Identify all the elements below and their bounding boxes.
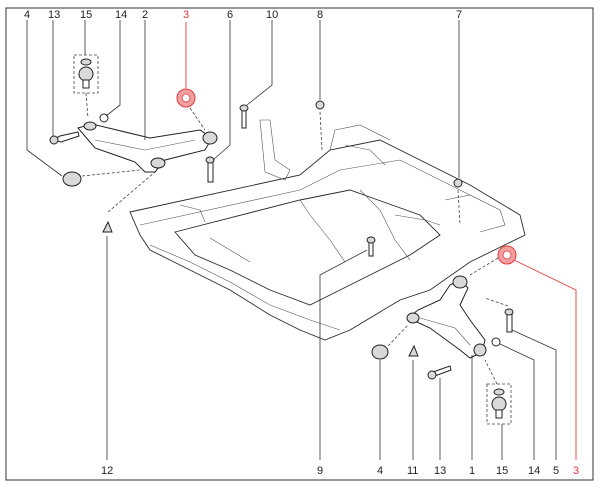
subframe-cradle — [129, 119, 526, 341]
bolt-right-13 — [427, 365, 452, 380]
assembly-arrows — [81, 92, 509, 385]
callout-15-bottom: 15 — [496, 465, 508, 477]
callout-3-top: 3 — [183, 9, 189, 21]
leader-lines — [26, 20, 577, 460]
cone-11 — [408, 344, 419, 357]
callout-13-bottom: 13 — [434, 465, 446, 477]
callout-14-top: 14 — [115, 9, 127, 21]
washer-right-14 — [491, 337, 501, 347]
callout-12-bottom: 12 — [101, 465, 113, 477]
left-control-arm — [77, 121, 218, 173]
cone-12 — [102, 220, 113, 233]
bolt-5 — [504, 308, 514, 333]
callout-4-bottom: 4 — [377, 465, 383, 477]
bolt-10 — [239, 104, 249, 129]
callout-3-bottom: 3 — [573, 465, 579, 477]
callout-11-bottom: 11 — [407, 465, 418, 477]
callouts-bottom: 12 9 4 11 13 1 15 14 5 3 — [101, 465, 579, 477]
callout-2-top: 2 — [142, 9, 148, 21]
bushing-right-4 — [371, 344, 389, 360]
callout-15-top: 15 — [80, 9, 92, 21]
bushing-left-4 — [62, 171, 82, 187]
bushing-red-right-3 — [497, 245, 517, 265]
bushing-red-left-3 — [176, 88, 196, 108]
nut-7 — [453, 178, 463, 188]
callout-14-bottom: 14 — [528, 465, 540, 477]
callouts-top: 4 13 15 14 2 3 6 10 8 7 — [24, 9, 462, 21]
ball-joint-right — [486, 383, 512, 425]
callout-13-top: 13 — [48, 9, 60, 21]
bolt-6 — [205, 156, 215, 183]
right-control-arm — [406, 275, 487, 359]
diagram-border — [5, 7, 594, 481]
ball-joint-left — [73, 54, 99, 94]
bolt-left-13 — [49, 131, 80, 145]
callout-10-top: 10 — [266, 9, 278, 21]
callout-9-bottom: 9 — [317, 465, 323, 477]
callout-6-top: 6 — [227, 9, 233, 21]
callout-4-top: 4 — [24, 9, 30, 21]
callout-1-bottom: 1 — [469, 465, 475, 477]
nut-8 — [315, 100, 325, 110]
callout-8-top: 8 — [317, 9, 323, 21]
callout-5-bottom: 5 — [553, 465, 559, 477]
bolt-9 — [366, 236, 376, 257]
callout-7-top: 7 — [456, 9, 462, 21]
